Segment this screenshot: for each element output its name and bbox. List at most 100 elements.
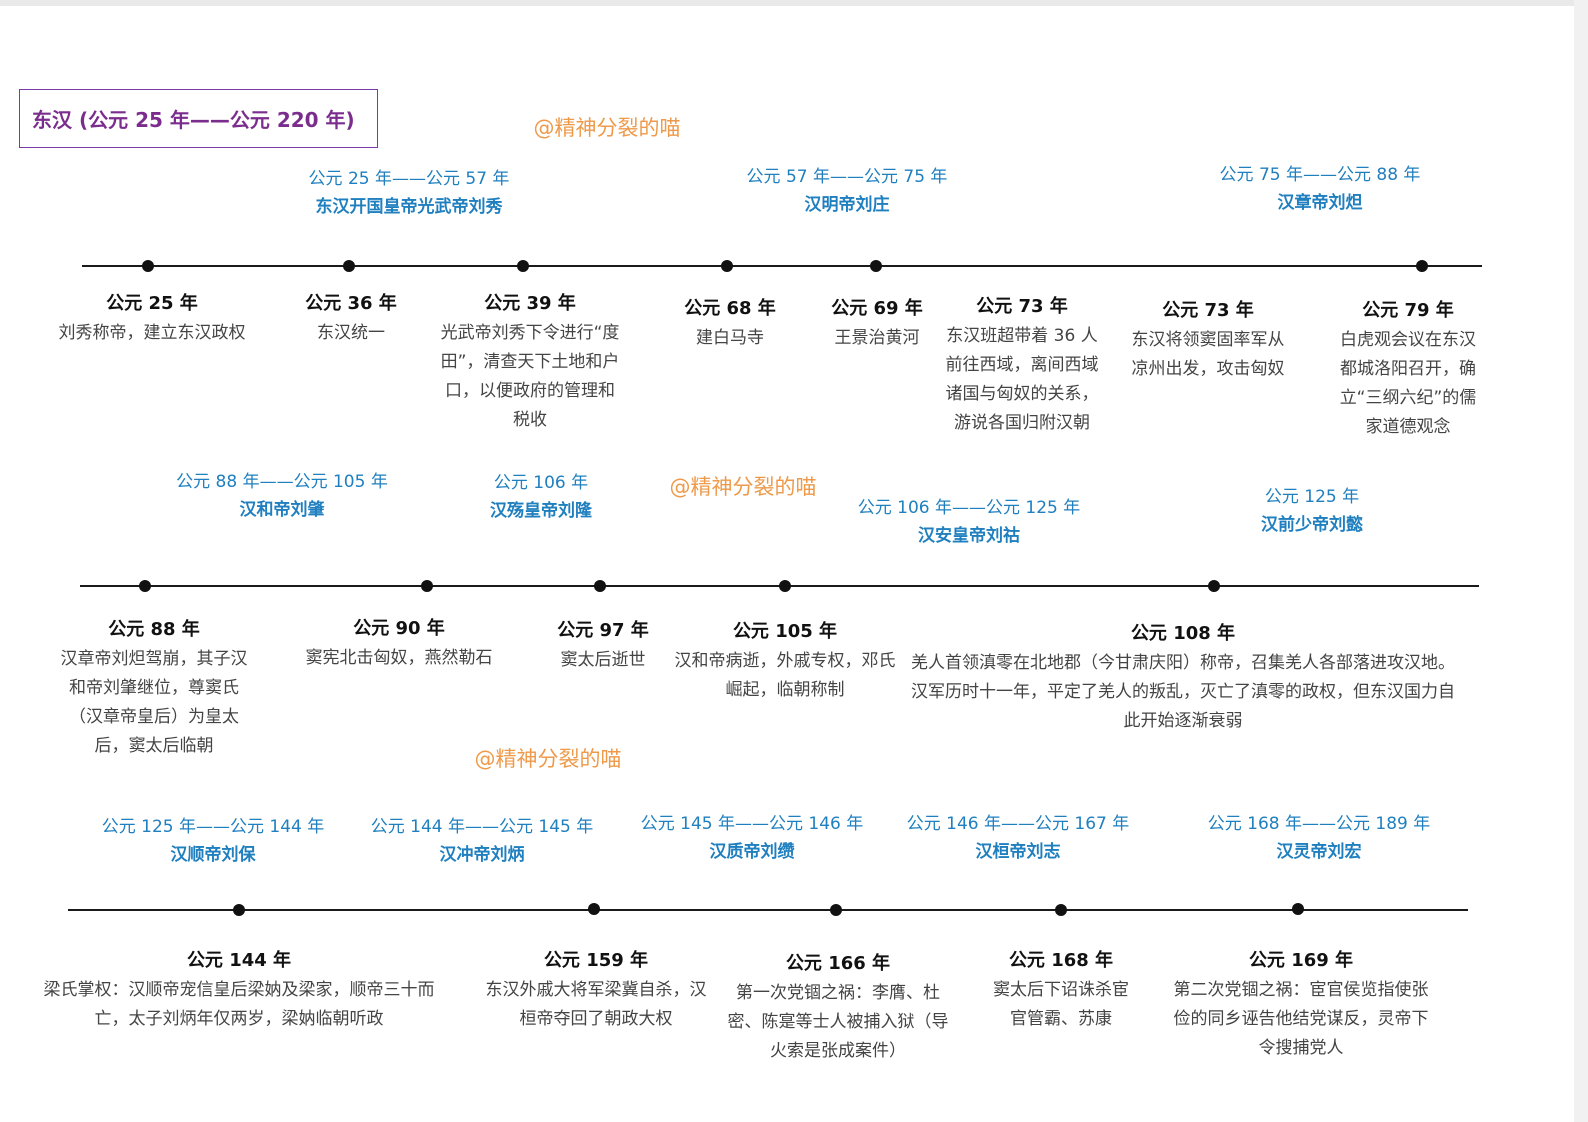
reign-period: 公元 146 年——公元 167 年 <box>906 814 1130 834</box>
reign-emperor: 汉前少帝刘懿 <box>1261 515 1363 535</box>
reign-label: 公元 106 年——公元 125 年 汉安皇帝刘祜 <box>858 494 1081 550</box>
event-description: 汉章帝刘炟驾崩，其子汉和帝刘肇继位，尊窦氏（汉章帝皇后）为皇太后，窦太后临朝 <box>60 649 248 756</box>
event-description: 第二次党锢之祸：宦官侯览指使张俭的同乡诬告他结党谋反，灵帝下令搜捕党人 <box>1173 980 1429 1058</box>
timeline-dot <box>830 904 842 916</box>
timeline-dot <box>421 580 433 592</box>
event-description: 窦太后逝世 <box>560 650 646 670</box>
reign-emperor: 汉和帝刘肇 <box>239 500 325 520</box>
timeline-event: 公元 97 年 窦太后逝世 <box>543 616 663 675</box>
event-description: 汉和帝病逝，外戚专权，邓氏崛起，临朝称制 <box>674 651 896 700</box>
reign-label: 公元 75 年——公元 88 年 汉章帝刘炟 <box>1220 161 1421 217</box>
timeline-event: 公元 105 年 汉和帝病逝，外戚专权，邓氏崛起，临朝称制 <box>674 617 896 705</box>
event-year: 公元 166 年 <box>785 953 891 974</box>
timeline-dot <box>1055 904 1067 916</box>
page-title: 东汉 (公元 25 年——公元 220 年) <box>19 89 378 148</box>
timeline-dot <box>779 580 791 592</box>
reign-period: 公元 145 年——公元 146 年 <box>640 814 864 834</box>
timeline-event: 公元 108 年 羌人首领滇零在北地郡（今甘肃庆阳）称帝，召集羌人各部落进攻汉地… <box>911 619 1456 736</box>
event-description: 光武帝刘秀下令进行“度田”，清查天下土地和户口，以便政府的管理和税收 <box>440 323 620 430</box>
timeline-event: 公元 90 年 窦宪北击匈奴，燕然勒石 <box>284 614 514 673</box>
timeline-event: 公元 25 年 刘秀称帝，建立东汉政权 <box>37 289 267 348</box>
timeline-event: 公元 69 年 王景治黄河 <box>817 294 937 353</box>
timeline-event: 公元 73 年 东汉将领窦固率军从凉州出发，攻击匈奴 <box>1128 296 1288 384</box>
reign-emperor: 汉灵帝刘宏 <box>1276 842 1362 862</box>
timeline-event: 公元 68 年 建白马寺 <box>670 294 790 353</box>
reign-emperor: 汉质帝刘缵 <box>709 842 795 862</box>
event-description: 白虎观会议在东汉都城洛阳召开，确立“三纲六纪”的儒家道德观念 <box>1339 330 1477 437</box>
reign-emperor: 汉安皇帝刘祜 <box>917 526 1020 546</box>
reign-period: 公元 25 年——公元 57 年 <box>308 169 510 189</box>
event-description: 建白马寺 <box>696 328 764 348</box>
reign-emperor: 汉顺帝刘保 <box>170 845 256 865</box>
event-year: 公元 108 年 <box>1130 623 1236 644</box>
event-description: 窦宪北击匈奴，燕然勒石 <box>305 648 493 668</box>
event-description: 刘秀称帝，建立东汉政权 <box>58 323 246 343</box>
watermark-text: @精神分裂的喵 <box>533 116 681 140</box>
reign-period: 公元 125 年——公元 144 年 <box>101 817 325 837</box>
event-year: 公元 25 年 <box>106 293 198 314</box>
event-description: 东汉班超带着 36 人前往西域，离间西域诸国与匈奴的关系，游说各国归附汉朝 <box>945 326 1099 433</box>
reign-period: 公元 144 年——公元 145 年 <box>370 817 594 837</box>
event-description: 东汉将领窦固率军从凉州出发，攻击匈奴 <box>1131 330 1285 379</box>
timeline-dot <box>139 580 151 592</box>
event-year: 公元 39 年 <box>484 293 576 314</box>
watermark-text: @精神分裂的喵 <box>474 747 622 771</box>
timeline-dot <box>721 260 733 272</box>
event-year: 公元 169 年 <box>1248 950 1354 971</box>
reign-label: 公元 57 年——公元 75 年 汉明帝刘庄 <box>747 163 948 219</box>
event-year: 公元 144 年 <box>186 950 292 971</box>
event-year: 公元 73 年 <box>976 296 1068 317</box>
event-description: 东汉外戚大将军梁冀自杀，汉桓帝夺回了朝政大权 <box>485 980 707 1029</box>
reign-label: 公元 146 年——公元 167 年 汉桓帝刘志 <box>907 810 1130 866</box>
top-border <box>0 0 1588 6</box>
reign-period: 公元 106 年——公元 125 年 <box>857 498 1081 518</box>
timeline-event: 公元 36 年 东汉统一 <box>281 289 421 348</box>
event-description: 第一次党锢之祸：李膺、杜密、陈寔等士人被捕入狱（导火索是张成案件） <box>727 983 949 1061</box>
reign-period: 公元 88 年——公元 105 年 <box>176 472 388 492</box>
reign-emperor: 汉桓帝刘志 <box>975 842 1061 862</box>
timeline-dot <box>1416 260 1428 272</box>
timeline-line <box>82 265 1482 267</box>
timeline-dot <box>233 904 245 916</box>
reign-label: 公元 88 年——公元 105 年 汉和帝刘肇 <box>176 468 388 524</box>
timeline-event: 公元 159 年 东汉外戚大将军梁冀自杀，汉桓帝夺回了朝政大权 <box>479 946 713 1034</box>
reign-period: 公元 125 年 <box>1264 487 1360 507</box>
timeline-dot <box>588 903 600 915</box>
event-year: 公元 105 年 <box>732 621 838 642</box>
timeline-line <box>68 909 1468 911</box>
reign-period: 公元 75 年——公元 88 年 <box>1219 165 1421 185</box>
timeline-dot <box>870 260 882 272</box>
timeline-dot <box>142 260 154 272</box>
timeline-dot <box>517 260 529 272</box>
reign-period: 公元 168 年——公元 189 年 <box>1207 814 1431 834</box>
timeline-event: 公元 88 年 汉章帝刘炟驾崩，其子汉和帝刘肇继位，尊窦氏（汉章帝皇后）为皇太后… <box>56 615 252 761</box>
reign-period: 公元 57 年——公元 75 年 <box>746 167 948 187</box>
event-description: 窦太后下诏诛杀宦官管霸、苏康 <box>993 980 1129 1029</box>
right-scroll-edge <box>1574 0 1588 1122</box>
reign-label: 公元 168 年——公元 189 年 汉灵帝刘宏 <box>1208 810 1431 866</box>
reign-label: 公元 144 年——公元 145 年 汉冲帝刘炳 <box>371 813 594 869</box>
timeline-dot <box>1208 580 1220 592</box>
event-year: 公元 88 年 <box>108 619 200 640</box>
event-year: 公元 168 年 <box>1008 950 1114 971</box>
reign-emperor: 汉殇皇帝刘隆 <box>490 501 592 521</box>
timeline-event: 公元 144 年 梁氏掌权：汉顺帝宠信皇后梁妠及梁家，顺帝三十而亡，太子刘炳年仅… <box>39 946 439 1034</box>
reign-emperor: 汉冲帝刘炳 <box>439 845 525 865</box>
timeline-event: 公元 39 年 光武帝刘秀下令进行“度田”，清查天下土地和户口，以便政府的管理和… <box>438 289 622 435</box>
event-year: 公元 69 年 <box>831 298 923 319</box>
event-year: 公元 79 年 <box>1362 300 1454 321</box>
timeline-event: 公元 169 年 第二次党锢之祸：宦官侯览指使张俭的同乡诬告他结党谋反，灵帝下令… <box>1166 946 1436 1063</box>
event-description: 东汉统一 <box>317 323 385 343</box>
event-year: 公元 159 年 <box>543 950 649 971</box>
reign-label: 公元 106 年 汉殇皇帝刘隆 <box>490 469 592 525</box>
reign-label: 公元 145 年——公元 146 年 汉质帝刘缵 <box>641 810 864 866</box>
event-year: 公元 36 年 <box>305 293 397 314</box>
watermark-text: @精神分裂的喵 <box>669 475 817 499</box>
reign-label: 公元 125 年 汉前少帝刘懿 <box>1261 483 1363 539</box>
timeline-dot <box>1292 903 1304 915</box>
event-year: 公元 90 年 <box>353 618 445 639</box>
reign-period: 公元 106 年 <box>493 473 589 493</box>
timeline-dot <box>343 260 355 272</box>
timeline-event: 公元 79 年 白虎观会议在东汉都城洛阳召开，确立“三纲六纪”的儒家道德观念 <box>1334 296 1482 442</box>
event-year: 公元 73 年 <box>1162 300 1254 321</box>
